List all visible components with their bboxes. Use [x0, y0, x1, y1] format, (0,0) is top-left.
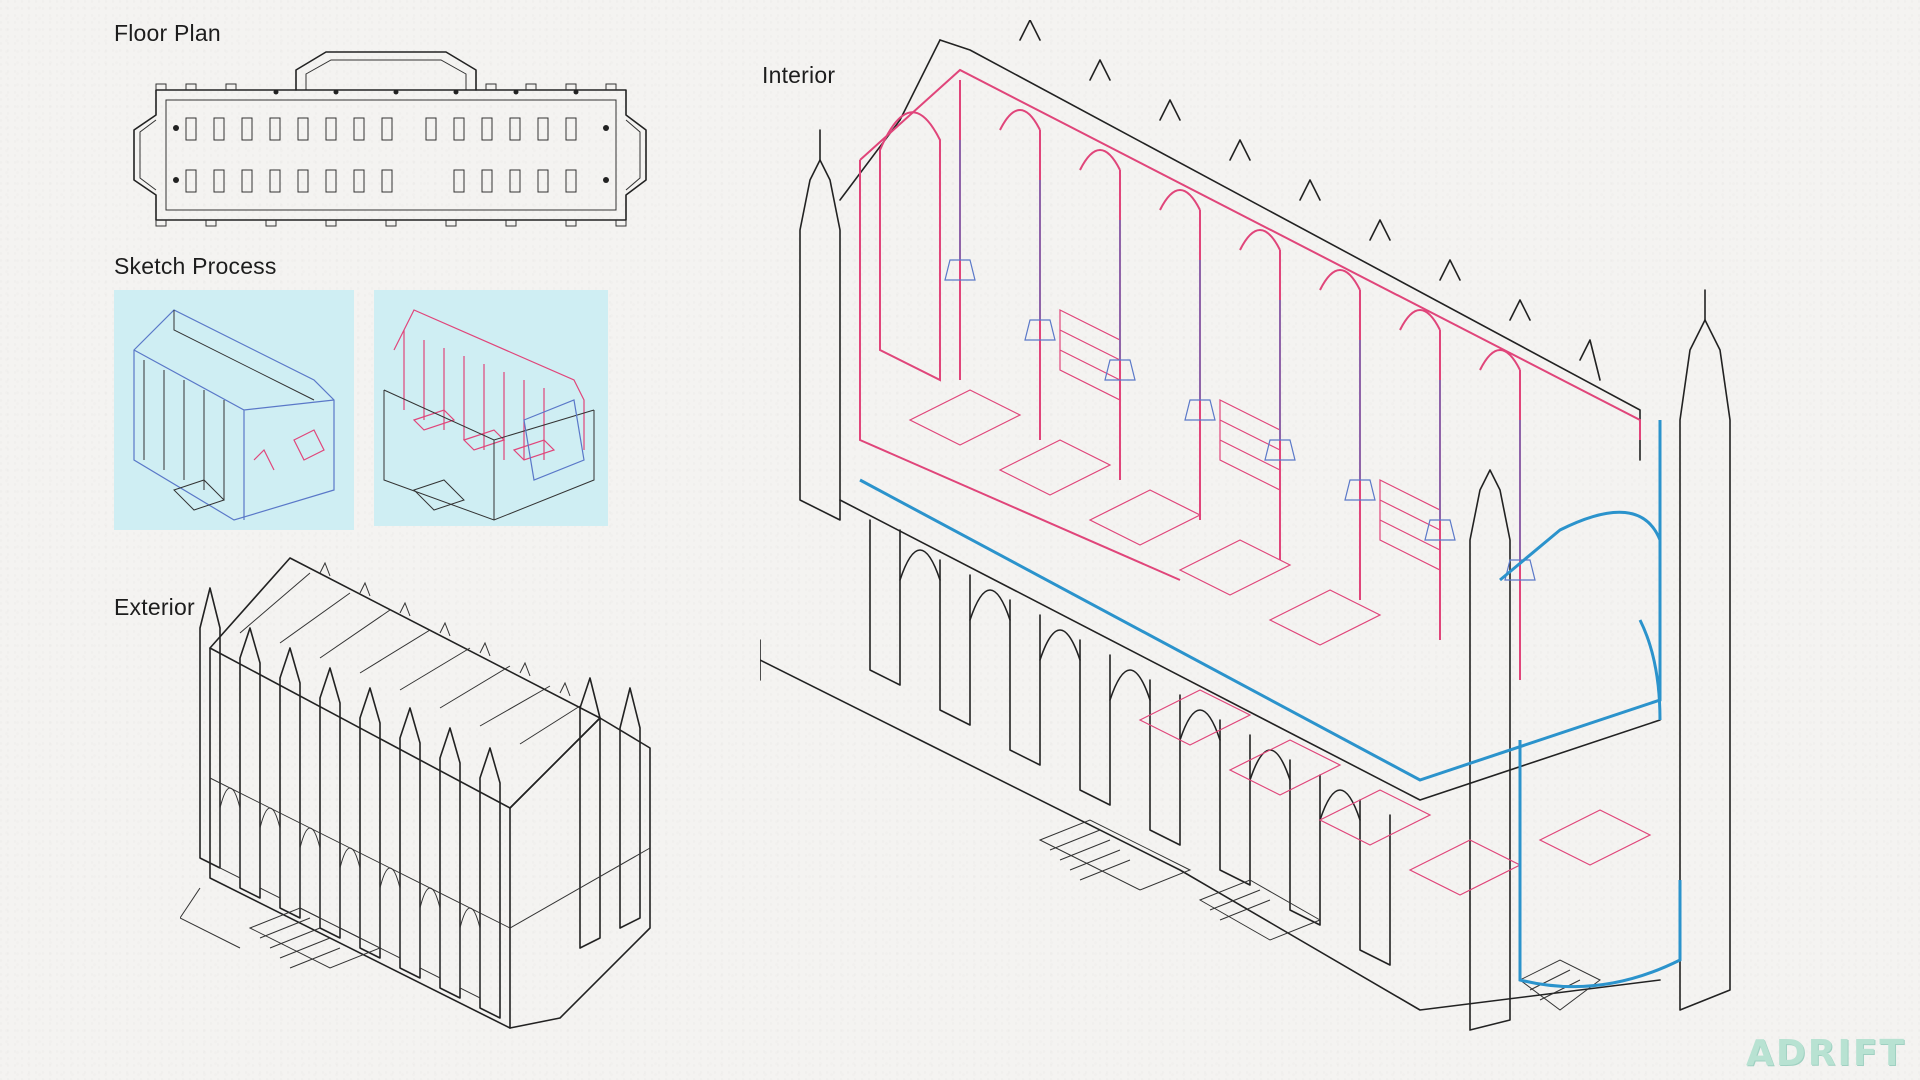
exterior-title: Exterior	[114, 594, 195, 620]
sketch-process-image-1	[114, 290, 354, 530]
floor-plan-drawing	[126, 30, 658, 230]
interior-title: Interior	[762, 62, 836, 88]
adrift-logo: ADRIFT	[1745, 1033, 1906, 1074]
floor-plan-title: Floor Plan	[114, 20, 221, 46]
exterior-drawing	[180, 548, 710, 1042]
sketch-process-image-2	[374, 290, 608, 526]
interior-drawing	[760, 20, 1810, 1050]
sketch-process-title: Sketch Process	[114, 253, 277, 279]
